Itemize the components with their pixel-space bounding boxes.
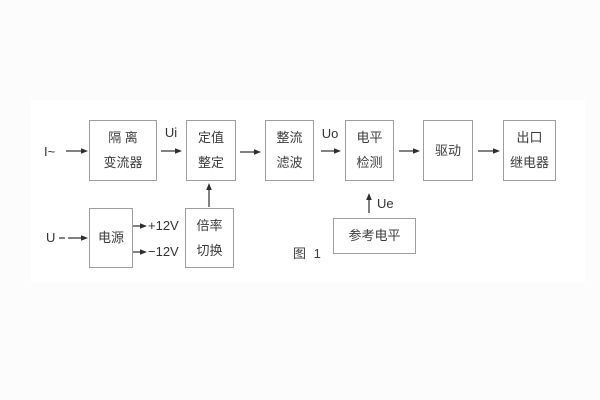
block-label: 定值 — [197, 130, 224, 145]
signal-label-input-current: I~ — [44, 144, 56, 159]
block-power-supply: 电源 — [89, 208, 133, 268]
block-label: 驱动 — [434, 142, 461, 158]
block-label: 整流 — [276, 130, 303, 145]
signal-label-input-voltage: U — [46, 230, 56, 245]
block-label: 继电器 — [509, 155, 549, 170]
block-label: 变流器 — [103, 155, 143, 170]
block-label: 切换 — [196, 242, 223, 258]
block-isolation-transformer: 隔 离 变流器 — [89, 120, 157, 181]
block-output-relay: 出口 继电器 — [503, 120, 556, 181]
block-label: 滤波 — [276, 155, 303, 170]
block-reference-level: 参考电平 — [333, 218, 416, 254]
block-label: 电源 — [97, 230, 124, 245]
signal-label-uo: Uo — [321, 126, 339, 141]
signal-label-ui: Ui — [164, 125, 178, 140]
block-setpoint-adjust: 定值 整定 — [186, 120, 236, 181]
block-label: 电平 — [356, 130, 383, 145]
block-label: 整定 — [197, 155, 224, 170]
block-label: 出口 — [516, 130, 543, 145]
block-level-detector: 电平 检测 — [345, 120, 394, 181]
block-label: 隔 离 — [108, 130, 138, 145]
block-label: 检测 — [356, 155, 383, 170]
block-label: 倍率 — [196, 217, 223, 233]
signal-label-ue: Ue — [377, 196, 394, 211]
signal-label-minus-12v: −12V — [148, 244, 179, 259]
signal-label-plus-12v: +12V — [148, 218, 179, 233]
block-label: 参考电平 — [348, 228, 401, 243]
figure-caption: 图 1 — [293, 246, 323, 261]
block-multiplier-switch: 倍率 切换 — [185, 208, 234, 268]
block-driver: 驱动 — [423, 120, 473, 181]
block-rectifier-filter: 整流 滤波 — [265, 120, 314, 181]
